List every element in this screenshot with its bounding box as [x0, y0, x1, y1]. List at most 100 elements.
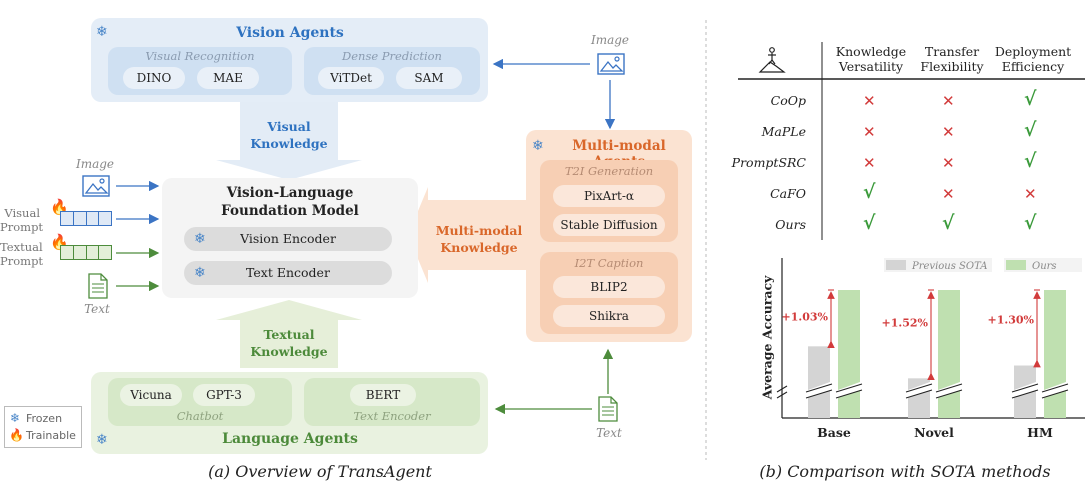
improvement-label: +1.30% — [988, 314, 1035, 327]
improvement-label: +1.03% — [782, 310, 829, 323]
check-mark-icon: √ — [1024, 212, 1037, 234]
agent-vicuna: Vicuna — [120, 384, 182, 406]
textual-knowledge-label: Textual Knowledge — [250, 327, 328, 359]
frozen-icon: ❄ — [194, 265, 206, 281]
table-row-name: MaPLe — [761, 124, 806, 139]
bar-ours — [938, 290, 960, 418]
cross-mark-icon: ✕ — [942, 154, 955, 172]
table-row-name: PromptSRC — [731, 155, 806, 170]
language-agents-title: Language Agents — [222, 431, 358, 447]
axis-break-line — [835, 389, 863, 399]
cross-mark-icon: ✕ — [863, 92, 876, 110]
column-header-knowledge-versatility: Knowledge Versatility — [835, 44, 907, 74]
agent-sam: SAM — [396, 67, 462, 89]
text-encoder — [184, 261, 392, 285]
frozen-icon: ❄ — [96, 432, 108, 448]
axis-break-line — [805, 383, 833, 393]
caption-b: (b) Comparison with SOTA methods — [759, 462, 1051, 481]
cross-mark-icon: ✕ — [942, 185, 955, 203]
category-label: Base — [817, 425, 851, 440]
agent-shikra: Shikra — [553, 305, 665, 327]
agent-pixart: PixArt-α — [553, 185, 665, 207]
cross-mark-icon: ✕ — [942, 92, 955, 110]
vision-agents-title: Vision Agents — [236, 25, 344, 41]
vision-encoder-label: Vision Encoder — [240, 231, 336, 246]
chatbot-label: Chatbot — [176, 409, 224, 423]
legend-bg — [884, 258, 992, 272]
textual-prompt-label: Textual Prompt — [0, 240, 44, 268]
t2i-label: T2I Generation — [564, 164, 654, 178]
axis-break-line — [835, 383, 863, 393]
legend-frozen-label: Frozen — [26, 412, 63, 425]
visual-prompt-label: Visual Prompt — [0, 206, 44, 234]
text-input-label-right: Text — [596, 426, 622, 440]
axis-break-line — [1011, 389, 1039, 399]
axis-break-line — [1011, 383, 1039, 393]
agent-blip2: BLIP2 — [553, 276, 665, 298]
text-document-icon — [598, 396, 618, 422]
check-mark-icon: √ — [942, 212, 955, 234]
agent-gpt3: GPT-3 — [193, 384, 255, 406]
table-row-name: CoOp — [770, 93, 806, 108]
visual-recognition-label: Visual Recognition — [145, 49, 255, 63]
check-mark-icon: √ — [1024, 88, 1037, 110]
text-document-icon — [88, 273, 108, 299]
axis-break-line — [935, 383, 963, 393]
legend-label: Ours — [1032, 261, 1057, 272]
image-input-label-top: Image — [590, 33, 630, 47]
vlfm-title: Vision-Language Foundation Model — [221, 185, 359, 219]
axis-break-line — [805, 389, 833, 399]
caption-a: (a) Overview of TransAgent — [208, 462, 432, 481]
image-icon — [82, 175, 110, 197]
bar-previous-sota — [808, 346, 830, 418]
bar-ours — [838, 290, 860, 418]
text-input-label-left: Text — [84, 302, 110, 316]
check-mark-icon: √ — [863, 181, 876, 203]
dense-prediction-label: Dense Prediction — [342, 49, 442, 63]
check-mark-icon: √ — [1024, 150, 1037, 172]
agent-dino: DINO — [123, 67, 185, 89]
axis-break-line — [1041, 389, 1069, 399]
improvement-label: +1.52% — [882, 316, 929, 329]
text-encoder-group-label: Text Encoder — [353, 409, 431, 423]
cross-mark-icon: ✕ — [863, 154, 876, 172]
visual-knowledge-arrow — [216, 102, 362, 180]
frozen-icon: ❄ — [532, 138, 544, 154]
multimodal-knowledge-arrow — [408, 187, 526, 283]
legend-trainable-label: Trainable — [26, 429, 76, 442]
visual-knowledge-label: Visual Knowledge — [250, 119, 328, 151]
axis-break-line — [905, 383, 933, 393]
frozen-icon: ❄ — [96, 24, 108, 40]
column-header-deployment-efficiency: Deployment Efficiency — [994, 44, 1072, 74]
frozen-icon: ❄ — [10, 411, 21, 425]
axis-break-line — [776, 385, 788, 393]
axis-break-line — [776, 391, 788, 399]
legend-swatch — [886, 260, 906, 270]
check-mark-icon: √ — [1024, 119, 1037, 141]
i2t-label: I2T Caption — [574, 256, 644, 270]
cross-mark-icon: ✕ — [863, 123, 876, 141]
check-mark-icon: √ — [863, 212, 876, 234]
table-row-name: CaFO — [770, 186, 806, 201]
y-axis-label: Average Accuracy — [759, 275, 775, 400]
axis-break-line — [905, 389, 933, 399]
multimodal-knowledge-label: Multi-modal Knowledge — [435, 223, 523, 255]
category-label: HM — [1027, 425, 1053, 440]
legend-swatch — [1006, 260, 1026, 270]
category-label: Novel — [914, 425, 954, 440]
axis-break-line — [1041, 383, 1069, 393]
agent-bert: BERT — [350, 384, 416, 406]
bar-ours — [1044, 290, 1066, 418]
image-icon — [597, 53, 625, 75]
agent-vitdet: ViTDet — [318, 67, 384, 89]
cross-mark-icon: ✕ — [942, 123, 955, 141]
table-row-name: Ours — [775, 217, 806, 232]
vision-encoder — [184, 227, 392, 251]
textual-prompt-tokens — [60, 245, 112, 260]
agent-stable-diffusion: Stable Diffusion — [553, 214, 665, 236]
fire-icon: 🔥 — [9, 428, 24, 442]
axis-break-line — [935, 389, 963, 399]
climber-icon — [758, 44, 786, 74]
